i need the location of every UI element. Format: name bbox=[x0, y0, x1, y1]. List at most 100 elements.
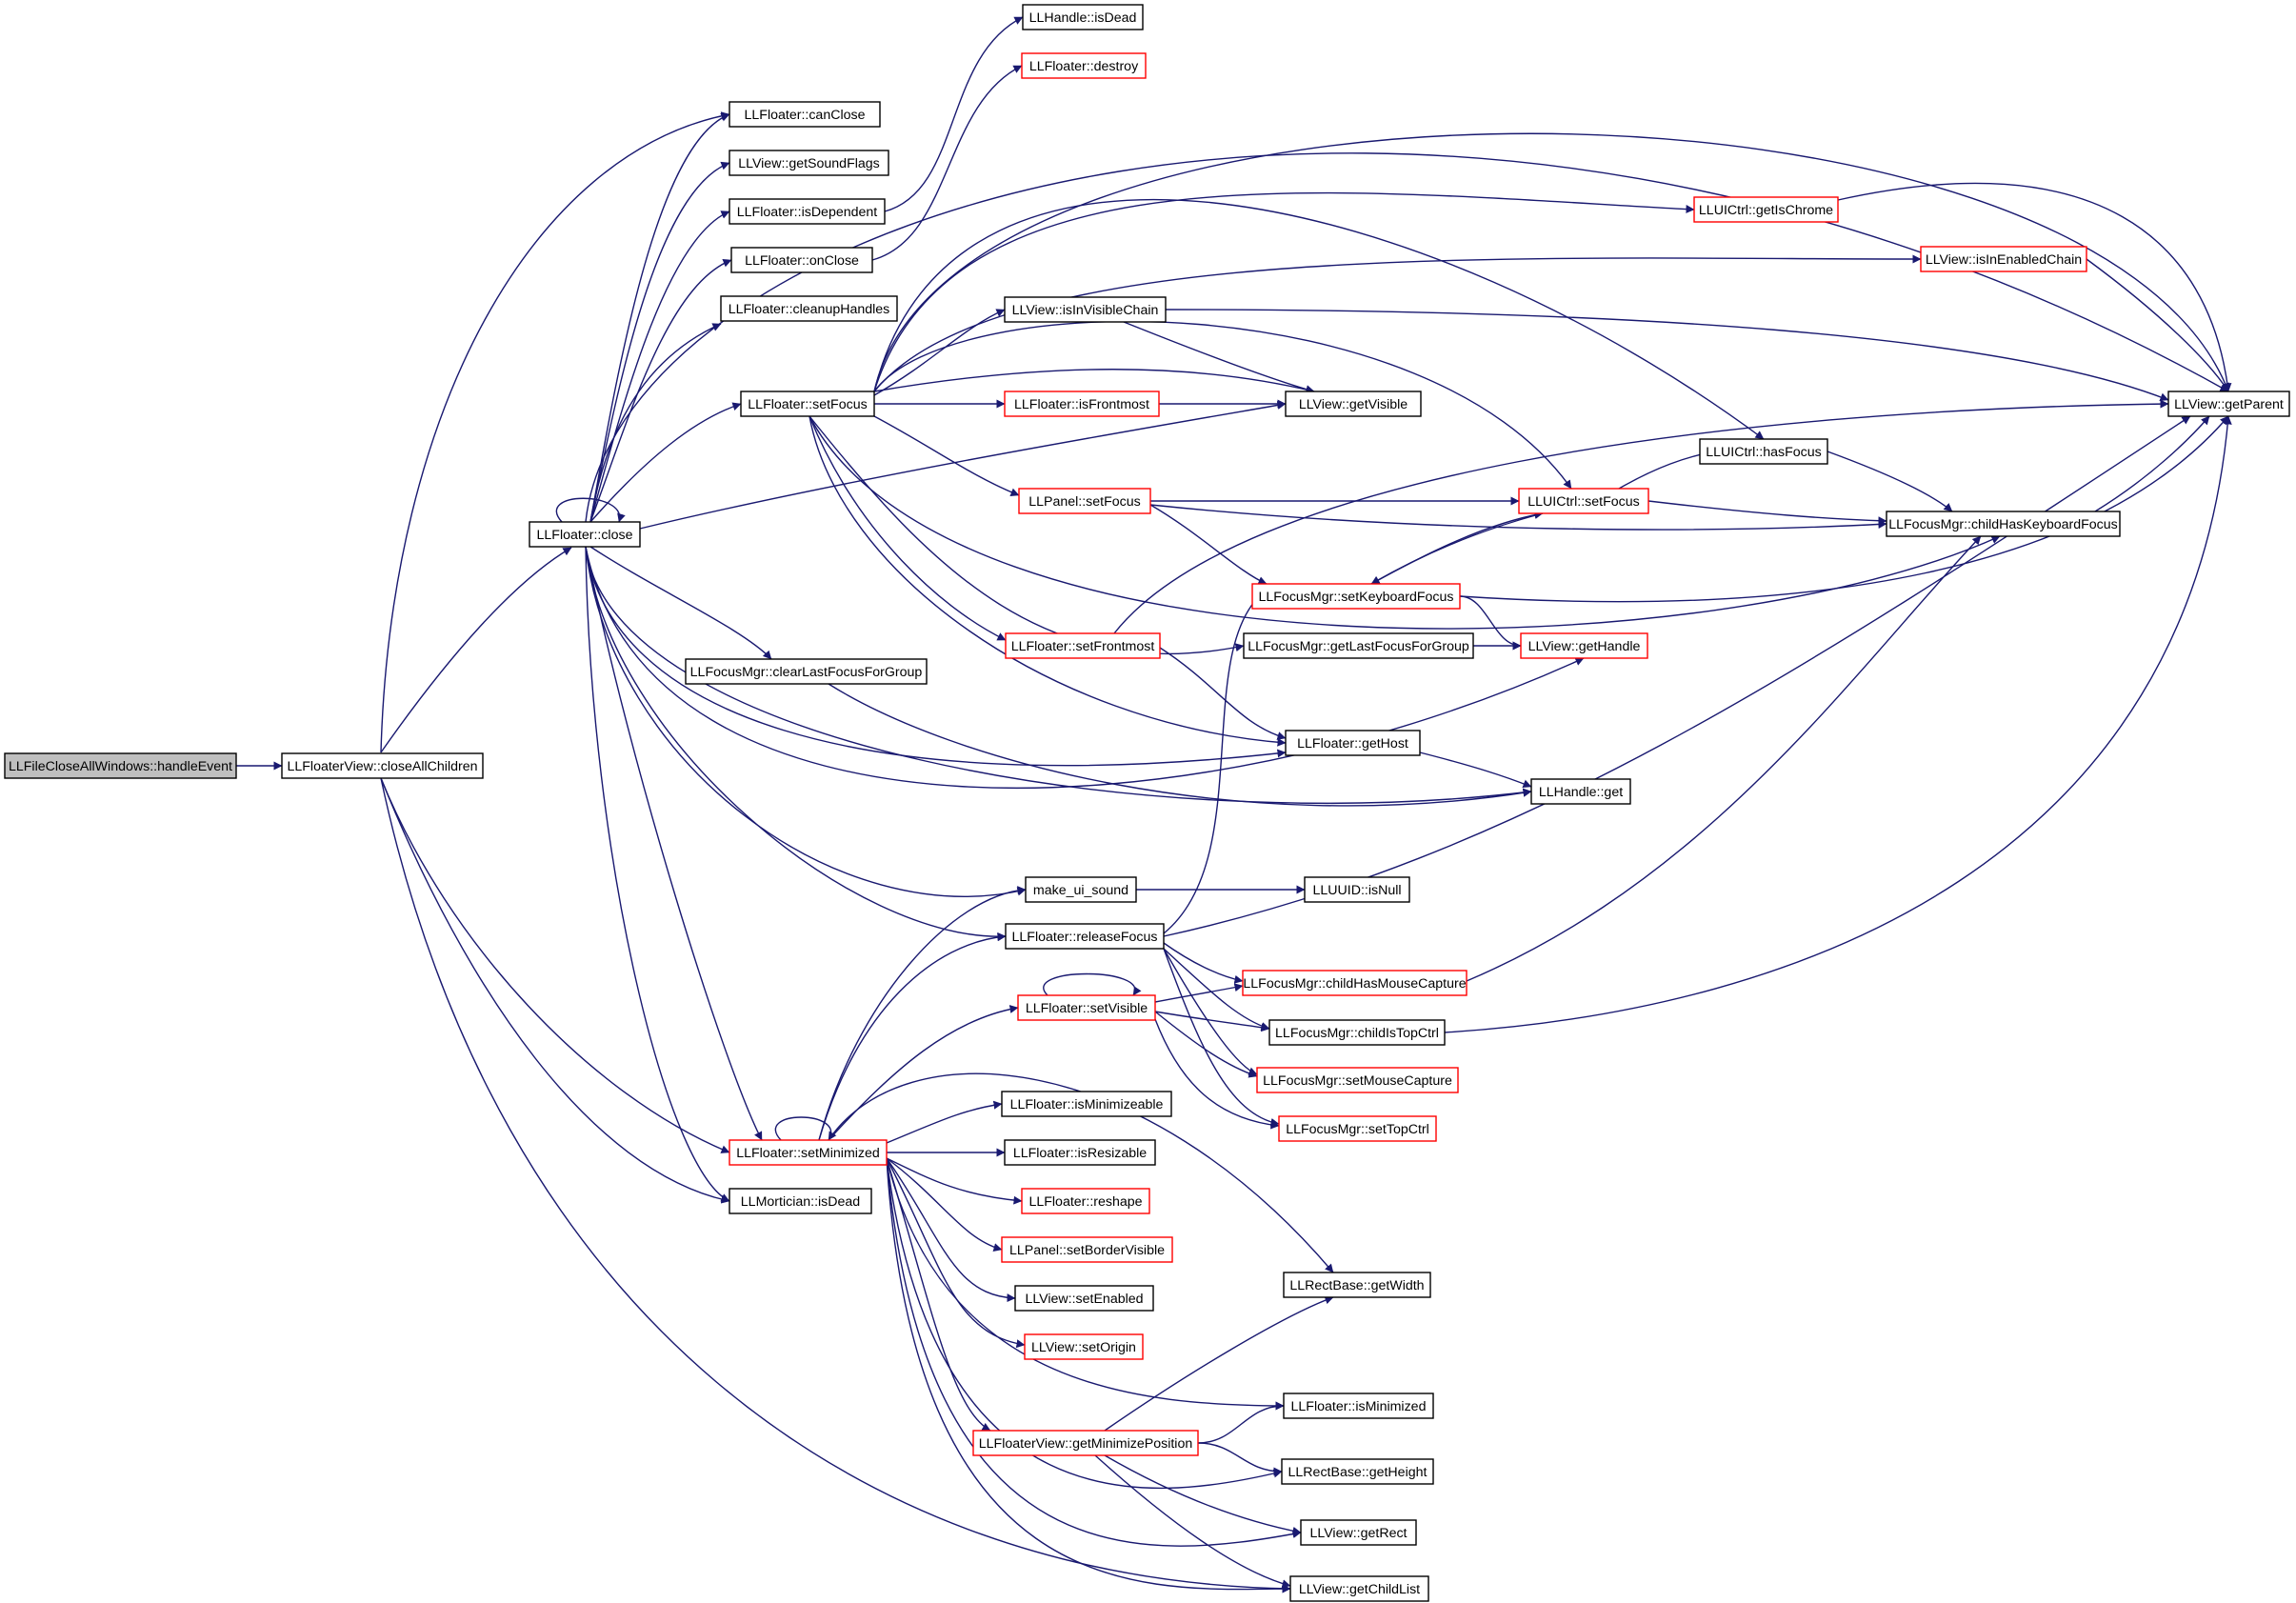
node-box[interactable] bbox=[1283, 1393, 1434, 1419]
node-box[interactable] bbox=[1520, 632, 1648, 659]
node-lluictrl-setfocus[interactable]: LLUICtrl::setFocus bbox=[1518, 488, 1649, 514]
node-llfloater-destroy[interactable]: LLFloater::destroy bbox=[1021, 52, 1147, 79]
node-llfloater-isdependent[interactable]: LLFloater::isDependent bbox=[729, 198, 886, 225]
node-llfloater-onclose[interactable]: LLFloater::onClose bbox=[730, 247, 873, 273]
node-llpanel-setbordervisible[interactable]: LLPanel::setBorderVisible bbox=[1001, 1236, 1173, 1263]
node-box[interactable] bbox=[1024, 1333, 1144, 1360]
node-box[interactable] bbox=[1278, 1115, 1437, 1142]
node-llfloater-releasefocus[interactable]: LLFloater::releaseFocus bbox=[1005, 923, 1165, 950]
node-llfloater-close[interactable]: LLFloater::close bbox=[529, 521, 641, 548]
node-llpanel-setfocus[interactable]: LLPanel::setFocus bbox=[1018, 488, 1151, 514]
node-make-ui-sound[interactable]: make_ui_sound bbox=[1025, 876, 1137, 903]
node-llfloater-setfrontmost[interactable]: LLFloater::setFrontmost bbox=[1005, 632, 1161, 659]
node-llfloater-cleanuphandles[interactable]: LLFloater::cleanupHandles bbox=[720, 295, 898, 322]
node-llfloater-setvisible[interactable]: LLFloater::setVisible bbox=[1017, 994, 1156, 1021]
node-lluictrl-hasfocus[interactable]: LLUICtrl::hasFocus bbox=[1699, 438, 1828, 465]
node-llview-setorigin[interactable]: LLView::setOrigin bbox=[1024, 1333, 1144, 1360]
node-llmortician-isdead[interactable]: LLMortician::isDead bbox=[729, 1188, 872, 1214]
node-llrectbase-getwidth[interactable]: LLRectBase::getWidth bbox=[1283, 1272, 1431, 1298]
node-llfilecloseallwindows-handleevent[interactable]: LLFileCloseAllWindows::handleEvent bbox=[4, 752, 237, 779]
node-llfloater-isminimizeable[interactable]: LLFloater::isMinimizeable bbox=[1001, 1091, 1172, 1117]
node-llview-getparent[interactable]: LLView::getParent bbox=[2167, 391, 2290, 417]
node-box[interactable] bbox=[1004, 1139, 1156, 1166]
node-box[interactable] bbox=[729, 150, 889, 176]
node-box[interactable] bbox=[1004, 296, 1167, 323]
node-box[interactable] bbox=[1268, 1019, 1446, 1046]
node-box[interactable] bbox=[1005, 923, 1165, 950]
node-llfocusmgr-settopctrl[interactable]: LLFocusMgr::setTopCtrl bbox=[1278, 1115, 1437, 1142]
node-llview-getvisible[interactable]: LLView::getVisible bbox=[1285, 391, 1422, 417]
node-box[interactable] bbox=[729, 1139, 888, 1166]
node-llview-setenabled[interactable]: LLView::setEnabled bbox=[1014, 1285, 1154, 1312]
node-box[interactable] bbox=[720, 295, 898, 322]
node-box[interactable] bbox=[1001, 1236, 1173, 1263]
node-llfloaterview-closeallchildren[interactable]: LLFloaterView::closeAllChildren bbox=[281, 752, 484, 779]
node-box[interactable] bbox=[4, 752, 237, 779]
node-llfloater-setfocus[interactable]: LLFloater::setFocus bbox=[740, 391, 875, 417]
node-box[interactable] bbox=[740, 391, 875, 417]
node-llfocusmgr-clearlastfocusforgroup[interactable]: LLFocusMgr::clearLastFocusForGroup bbox=[685, 658, 928, 685]
node-box[interactable] bbox=[1530, 778, 1631, 805]
node-llfloater-isresizable[interactable]: LLFloater::isResizable bbox=[1004, 1139, 1156, 1166]
node-box[interactable] bbox=[730, 247, 873, 273]
node-box[interactable] bbox=[1281, 1458, 1434, 1485]
node-box[interactable] bbox=[1693, 196, 1839, 223]
node-box[interactable] bbox=[972, 1430, 1199, 1456]
node-box[interactable] bbox=[1251, 583, 1461, 610]
node-box[interactable] bbox=[1304, 876, 1410, 903]
node-box[interactable] bbox=[1021, 52, 1147, 79]
node-box[interactable] bbox=[1243, 632, 1474, 659]
node-llfloater-gethost[interactable]: LLFloater::getHost bbox=[1285, 730, 1421, 756]
node-box[interactable] bbox=[1022, 4, 1144, 30]
node-box[interactable] bbox=[1025, 876, 1137, 903]
node-box[interactable] bbox=[1300, 1519, 1417, 1546]
node-box[interactable] bbox=[729, 198, 886, 225]
node-llview-gethandle[interactable]: LLView::getHandle bbox=[1520, 632, 1648, 659]
node-box[interactable] bbox=[1699, 438, 1828, 465]
node-box[interactable] bbox=[1242, 970, 1467, 996]
node-llview-getsoundflags[interactable]: LLView::getSoundFlags bbox=[729, 150, 889, 176]
node-llrectbase-getheight[interactable]: LLRectBase::getHeight bbox=[1281, 1458, 1434, 1485]
node-box[interactable] bbox=[529, 521, 641, 548]
node-llfloater-setminimized[interactable]: LLFloater::setMinimized bbox=[729, 1139, 888, 1166]
node-box[interactable] bbox=[1021, 1188, 1150, 1214]
node-llfocusmgr-setmousecapture[interactable]: LLFocusMgr::setMouseCapture bbox=[1256, 1067, 1459, 1093]
node-llfloater-isfrontmost[interactable]: LLFloater::isFrontmost bbox=[1004, 391, 1160, 417]
node-box[interactable] bbox=[1014, 1285, 1154, 1312]
node-box[interactable] bbox=[1920, 246, 2087, 272]
node-box[interactable] bbox=[1018, 488, 1151, 514]
node-box[interactable] bbox=[1886, 511, 2121, 537]
node-box[interactable] bbox=[1256, 1067, 1459, 1093]
node-box[interactable] bbox=[2167, 391, 2290, 417]
node-llfocusmgr-childhasmousecapture[interactable]: LLFocusMgr::childHasMouseCapture bbox=[1242, 970, 1467, 996]
node-box[interactable] bbox=[1285, 391, 1422, 417]
node-llview-getrect[interactable]: LLView::getRect bbox=[1300, 1519, 1417, 1546]
node-box[interactable] bbox=[1017, 994, 1156, 1021]
node-box[interactable] bbox=[1283, 1272, 1431, 1298]
node-llview-getchildlist[interactable]: LLView::getChildList bbox=[1289, 1575, 1429, 1602]
node-box[interactable] bbox=[1289, 1575, 1429, 1602]
node-llview-isinenabledchain[interactable]: LLView::isInEnabledChain bbox=[1920, 246, 2087, 272]
node-lluuid-isnull[interactable]: LLUUID::isNull bbox=[1304, 876, 1410, 903]
node-llhandle-isdead[interactable]: LLHandle::isDead bbox=[1022, 4, 1144, 30]
node-box[interactable] bbox=[1518, 488, 1649, 514]
node-box[interactable] bbox=[1005, 632, 1161, 659]
node-box[interactable] bbox=[685, 658, 928, 685]
node-box[interactable] bbox=[1004, 391, 1160, 417]
node-llfocusmgr-childhaskeyboardfocus[interactable]: LLFocusMgr::childHasKeyboardFocus bbox=[1886, 511, 2121, 537]
node-lluictrl-getischrome[interactable]: LLUICtrl::getIsChrome bbox=[1693, 196, 1839, 223]
node-llfloater-isminimized[interactable]: LLFloater::isMinimized bbox=[1283, 1393, 1434, 1419]
node-llfocusmgr-setkeyboardfocus[interactable]: LLFocusMgr::setKeyboardFocus bbox=[1251, 583, 1461, 610]
node-llfocusmgr-childistopctrl[interactable]: LLFocusMgr::childIsTopCtrl bbox=[1268, 1019, 1446, 1046]
node-box[interactable] bbox=[281, 752, 484, 779]
node-box[interactable] bbox=[1285, 730, 1421, 756]
node-llhandle-get[interactable]: LLHandle::get bbox=[1530, 778, 1631, 805]
node-box[interactable] bbox=[1001, 1091, 1172, 1117]
node-llfloater-reshape[interactable]: LLFloater::reshape bbox=[1021, 1188, 1150, 1214]
node-box[interactable] bbox=[729, 101, 881, 128]
node-llfloaterview-getminimizeposition[interactable]: LLFloaterView::getMinimizePosition bbox=[972, 1430, 1199, 1456]
node-llview-isinvisiblechain[interactable]: LLView::isInVisibleChain bbox=[1004, 296, 1167, 323]
node-llfloater-canclose[interactable]: LLFloater::canClose bbox=[729, 101, 881, 128]
node-llfocusmgr-getlastfocusforgroup[interactable]: LLFocusMgr::getLastFocusForGroup bbox=[1243, 632, 1474, 659]
node-box[interactable] bbox=[729, 1188, 872, 1214]
